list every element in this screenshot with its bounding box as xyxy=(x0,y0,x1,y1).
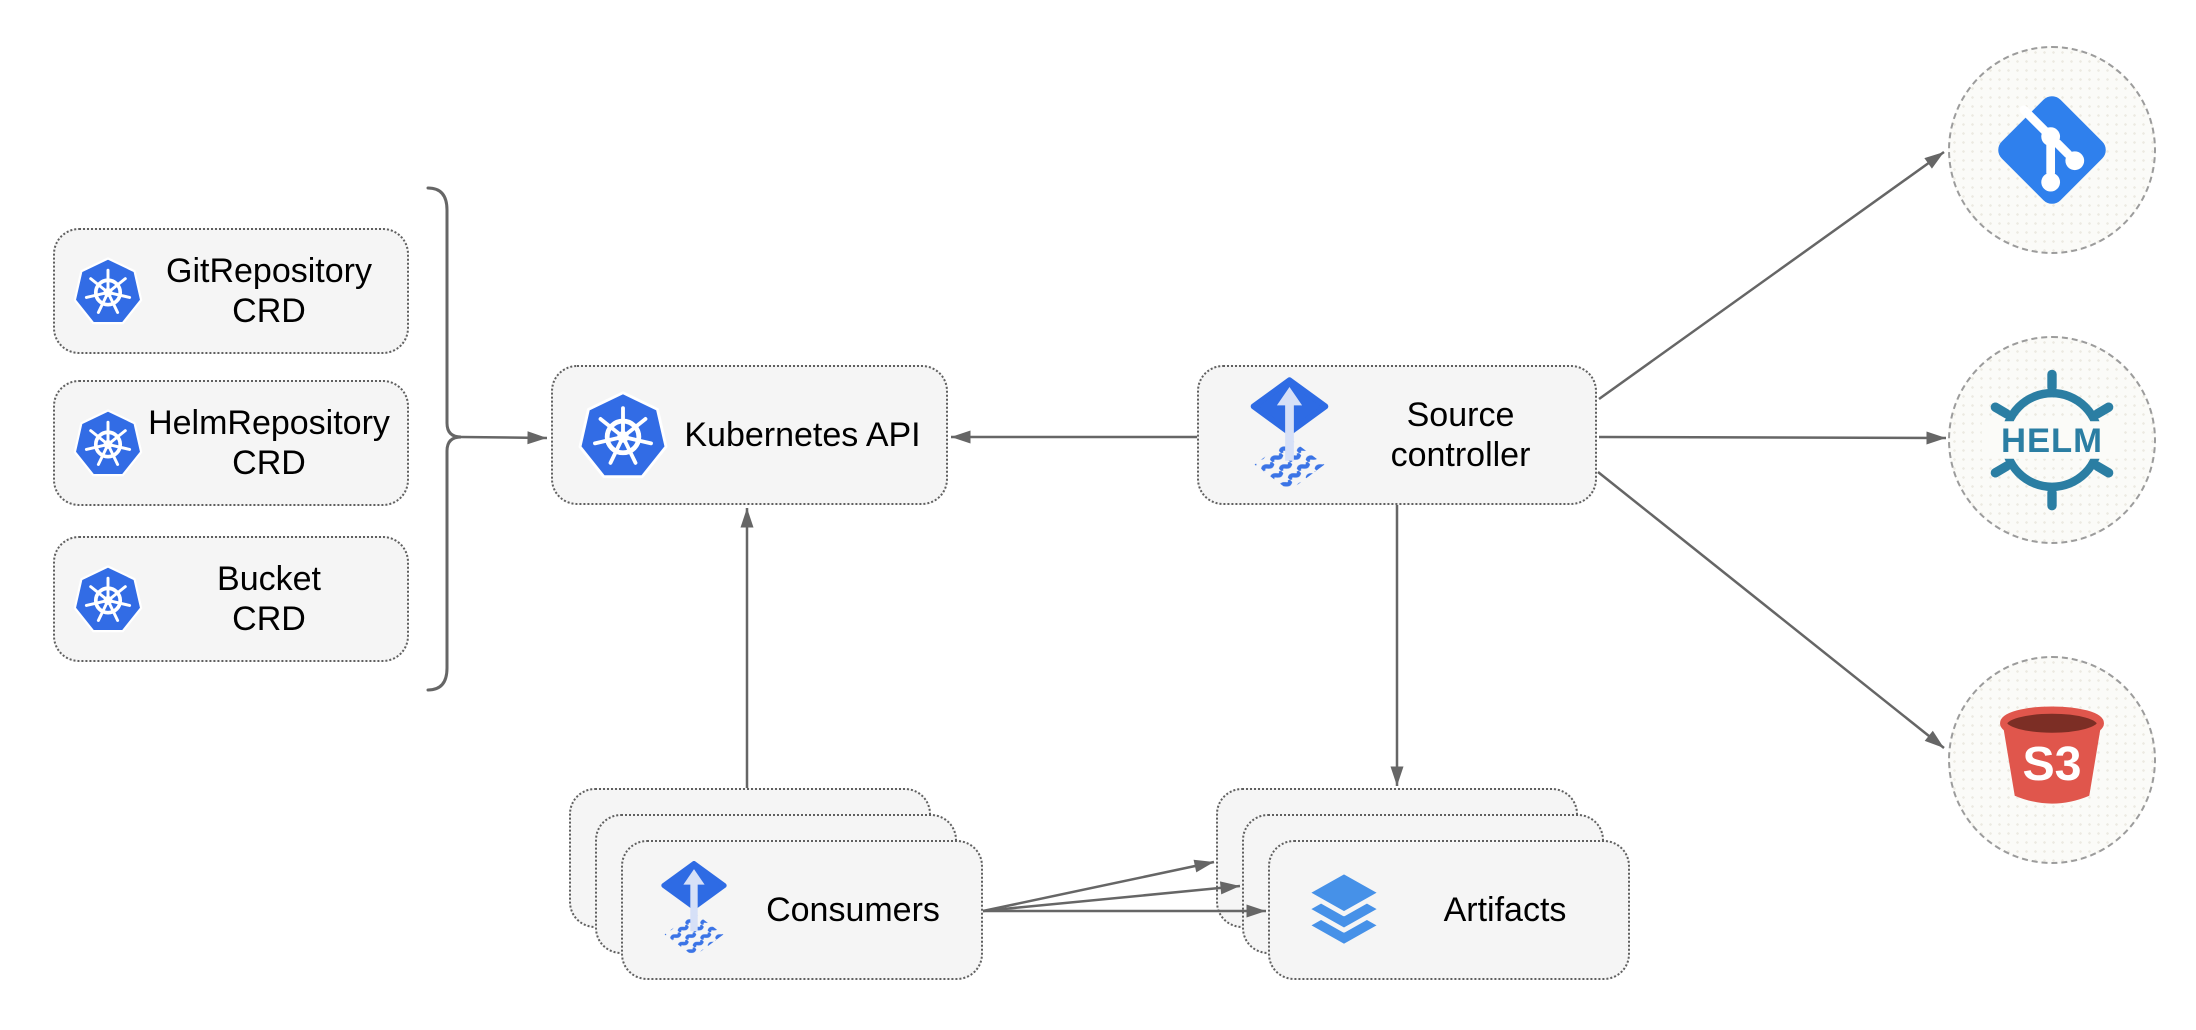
arrow-crds-to-kubernetes-api xyxy=(460,431,548,445)
node-bucket-crd: Bucket CRD xyxy=(53,536,409,662)
label-line2: controller xyxy=(1390,436,1531,474)
kubernetes-icon xyxy=(72,408,144,477)
s3-bucket-icon: S3 xyxy=(1989,701,2115,819)
node-artifacts-label: Artifacts xyxy=(1443,891,1567,929)
label-line1: HelmRepository xyxy=(148,404,390,442)
crd-group-bracket xyxy=(426,186,462,692)
node-kubernetes-api-label: Kubernetes API xyxy=(684,416,921,454)
flux-icon xyxy=(653,861,735,959)
label-line1: Source xyxy=(1406,396,1515,434)
label-line2: CRD xyxy=(232,600,306,638)
label-line2: CRD xyxy=(232,292,306,330)
node-gitrepository-crd: GitRepository CRD xyxy=(53,228,409,354)
kubernetes-icon xyxy=(575,387,671,483)
git-icon xyxy=(1985,83,2119,217)
label-line1: GitRepository xyxy=(166,252,372,290)
arrow-consumers-to-artifacts-1 xyxy=(982,859,1215,913)
arrow-consumers-to-artifacts-2 xyxy=(982,881,1241,913)
node-source-controller-label: Source controller xyxy=(1338,395,1583,475)
arrow-source-controller-to-helm xyxy=(1598,431,1947,445)
node-consumers: Consumers xyxy=(621,840,983,980)
node-kubernetes-api: Kubernetes API xyxy=(551,365,948,505)
node-helmrepository-crd-label: HelmRepository CRD xyxy=(145,403,393,483)
layers-icon xyxy=(1296,862,1392,958)
node-consumers-label: Consumers xyxy=(766,891,940,929)
node-helmrepository-crd: HelmRepository CRD xyxy=(53,380,409,506)
helm-logo-text: HELM xyxy=(2001,422,2103,460)
kubernetes-icon xyxy=(72,256,144,325)
kubernetes-icon xyxy=(72,564,144,633)
arrow-source-controller-to-git xyxy=(1598,150,1945,401)
endpoint-s3: S3 xyxy=(1948,656,2156,864)
label-line2: CRD xyxy=(232,444,306,482)
label-line1: Bucket xyxy=(217,560,321,598)
node-bucket-crd-label: Bucket CRD xyxy=(145,559,393,639)
flux-icon xyxy=(1241,377,1338,494)
node-artifacts: Artifacts xyxy=(1268,840,1630,980)
node-source-controller: Source controller xyxy=(1197,365,1597,505)
endpoint-helm: HELM xyxy=(1948,336,2156,544)
helm-icon: HELM xyxy=(1977,365,2127,515)
arrow-source-controller-to-s3 xyxy=(1597,471,1945,749)
s3-logo-text: S3 xyxy=(2022,737,2081,791)
node-gitrepository-crd-label: GitRepository CRD xyxy=(145,251,393,331)
endpoint-git xyxy=(1948,46,2156,254)
